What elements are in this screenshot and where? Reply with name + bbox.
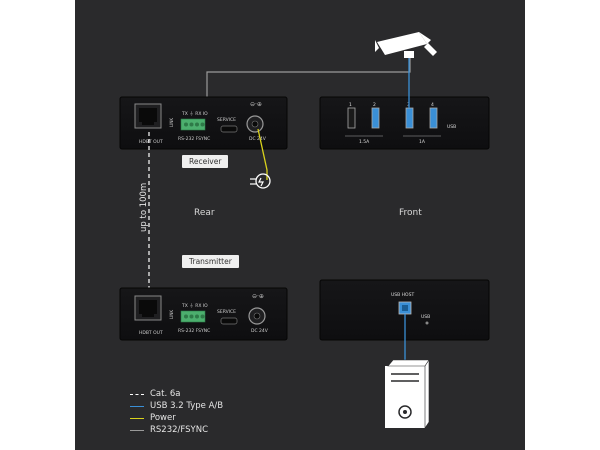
usb-a-port-3: [405, 107, 414, 129]
usb-label: USB: [447, 124, 456, 130]
legend-label: Power: [150, 413, 176, 423]
dc-polarity-icon: ⊖·⊕: [250, 101, 262, 108]
legend-swatch: [130, 430, 144, 431]
rear-view-label: Rear: [194, 208, 215, 218]
port-number-1: 1: [349, 102, 352, 108]
service-port: [220, 125, 238, 133]
rs232-pins-label: TX ⏚ RX IO: [181, 302, 208, 309]
usb-a-port-1: [347, 107, 356, 129]
legend-swatch: [130, 394, 144, 395]
pc-tower-icon: [385, 359, 430, 429]
distance-label: up to 100m: [139, 183, 149, 232]
transmitter-rear-unit: ⊖·⊕ HDBT OUT LINK TX ⏚ RX IO RS-232 FSYN…: [119, 287, 288, 341]
link-label: LINK: [169, 118, 174, 127]
hdbt-port-label: HDBT OUT: [139, 139, 163, 145]
legend-swatch: [130, 406, 144, 407]
port-number-2: 2: [373, 102, 376, 108]
usb-a-port-2: [371, 107, 380, 129]
dc-label: DC 24V: [251, 328, 269, 334]
hdbt-port-label: HDBT OUT: [139, 330, 163, 336]
usb-host-label: USB HOST: [391, 292, 414, 298]
receiver-rear-unit: ⊖·⊕ HDBT OUT LINK TX ⏚ RX IO RS-232 FSYN…: [119, 96, 288, 150]
legend-label: RS232/FSYNC: [150, 425, 209, 435]
legend-swatch: [130, 418, 144, 419]
usb-host-unit: USB HOST USB: [319, 279, 490, 341]
power-plug-icon: [250, 173, 271, 189]
legend-label: Cat. 6a: [150, 389, 181, 399]
connection-diagram: ⊖·⊕ HDBT OUT LINK TX ⏚ RX IO RS-232 FSYN…: [119, 32, 490, 429]
current-label-right: 1A: [419, 139, 426, 145]
diagram-canvas: ⊖·⊕ HDBT OUT LINK TX ⏚ RX IO RS-232 FSYN…: [75, 0, 525, 450]
usb-label: USB: [421, 314, 430, 320]
receiver-tag: Receiver: [182, 155, 229, 168]
front-view-label: Front: [399, 208, 422, 218]
usb-hub-front-unit: 1 2 3 4 1.5A 1A USB: [319, 96, 490, 150]
dc-label: DC 24V: [249, 136, 267, 142]
service-label: SERVICE: [217, 117, 236, 123]
rs232-cable: [206, 55, 411, 117]
rs232-pins-label: TX ⏚ RX IO: [181, 110, 208, 117]
legend-label: USB 3.2 Type A/B: [150, 401, 224, 411]
power-cable: [257, 128, 268, 180]
current-label-left: 1.5A: [359, 139, 370, 145]
transmitter-tag: Transmitter: [182, 255, 239, 268]
rs232-label: RS-232 FSYNC: [178, 136, 210, 142]
camera-icon: [375, 32, 437, 58]
link-label: LINK: [169, 310, 174, 319]
service-label: SERVICE: [217, 309, 236, 315]
usb-a-port-4: [429, 107, 438, 129]
port-number-4: 4: [431, 102, 434, 108]
dc-polarity-icon: ⊖·⊕: [252, 293, 264, 300]
rs232-label: RS-232 FSYNC: [178, 328, 210, 334]
service-port: [220, 317, 238, 325]
